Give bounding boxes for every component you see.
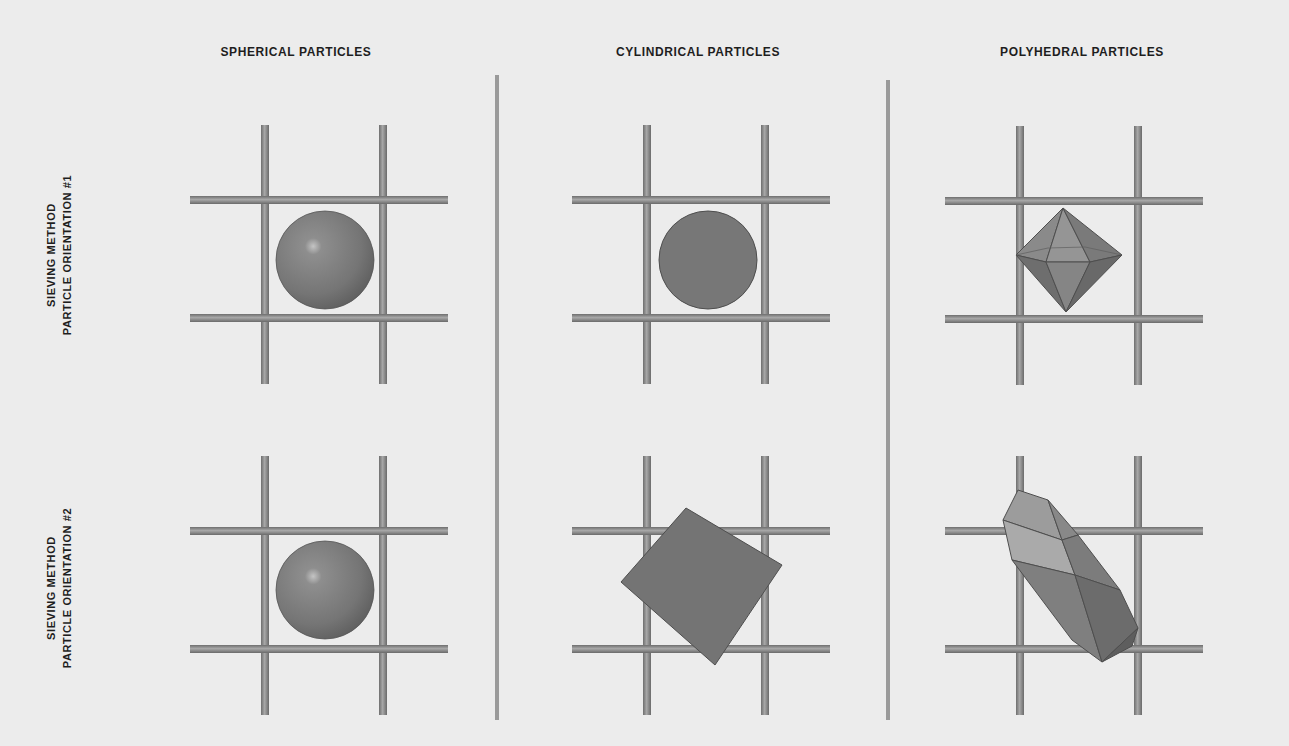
column-heading: SPHERICAL PARTICLES (221, 45, 372, 59)
column-separator (495, 75, 499, 720)
column-heading: CYLINDRICAL PARTICLES (616, 45, 780, 59)
sieve-mesh (945, 456, 1203, 715)
sieve-mesh (572, 125, 830, 384)
cylindrical-particle (659, 211, 757, 309)
row-heading: PARTICLE ORIENTATION #2 (61, 508, 73, 668)
spherical-particle (276, 211, 374, 309)
column-heading: POLYHEDRAL PARTICLES (1000, 45, 1164, 59)
column-separator (886, 80, 890, 720)
cylindrical-particle (621, 508, 782, 665)
row-heading: SIEVING METHOD (45, 536, 57, 640)
sieve-mesh (572, 456, 830, 715)
polyhedral-particle (1003, 490, 1138, 662)
spherical-particle (276, 541, 374, 639)
sieve-mesh (190, 125, 448, 384)
polyhedral-particle (1016, 208, 1122, 312)
row-heading: SIEVING METHOD (45, 203, 57, 307)
sieve-mesh (945, 126, 1203, 385)
sieve-mesh (190, 456, 448, 715)
row-heading: PARTICLE ORIENTATION #1 (61, 175, 73, 335)
